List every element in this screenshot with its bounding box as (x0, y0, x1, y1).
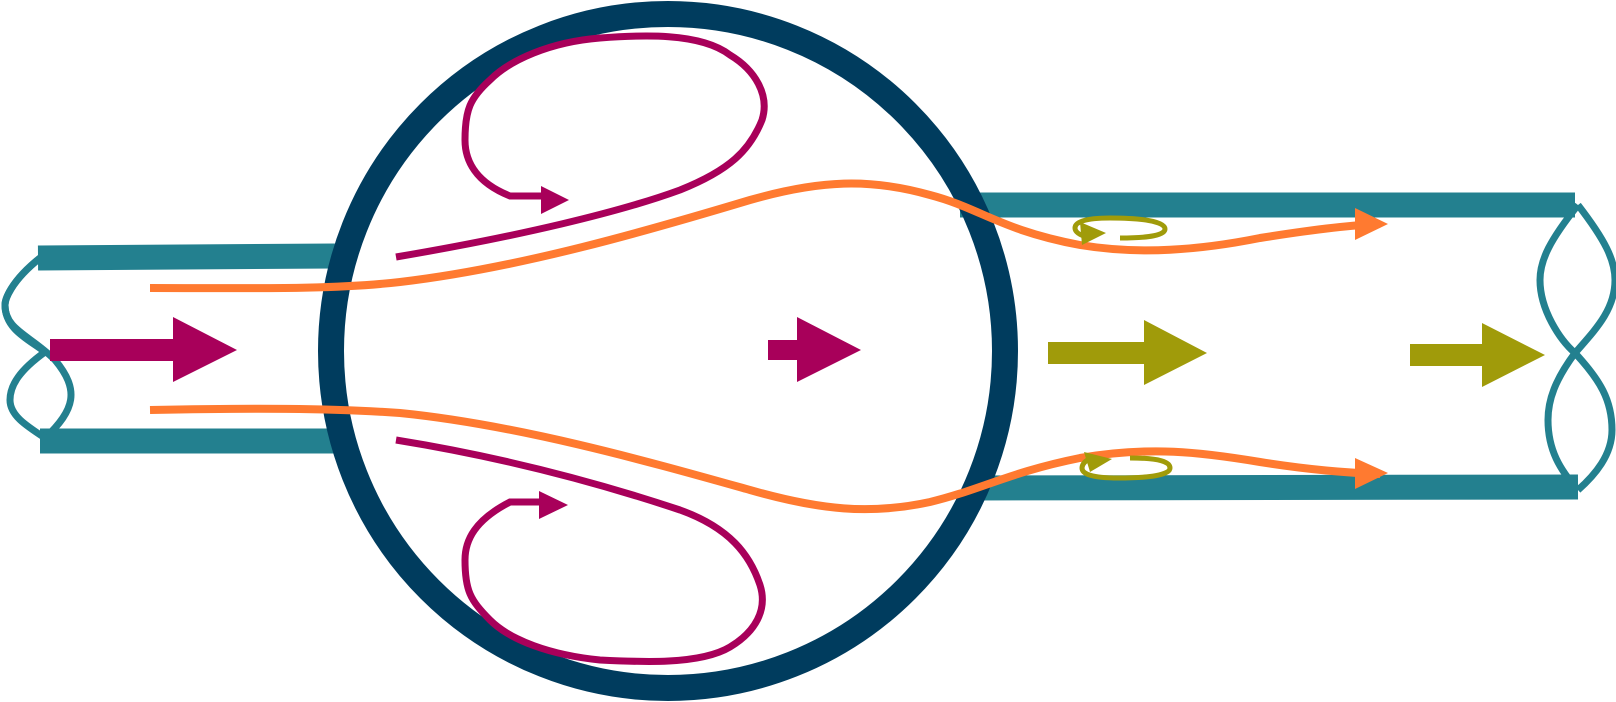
streamlines (149, 179, 1381, 514)
inflow-jet (50, 317, 861, 382)
outlet-vortex-lower (1079, 452, 1173, 481)
inlet-valve-icon (1, 255, 75, 441)
inlet-flow-arrow-icon (50, 317, 237, 382)
streamline-upper-arrowhead-icon (1355, 208, 1388, 240)
outflow-arrow-2-icon (1410, 323, 1545, 387)
outflow (1048, 320, 1545, 387)
streamline-lower-arrowhead-icon (1355, 458, 1388, 489)
streamline-arrowheads (1355, 208, 1388, 489)
outflow-arrow-1-icon (1048, 320, 1207, 385)
outlet-vessel (960, 192, 1579, 501)
vortex-upper (395, 32, 768, 261)
streamline-lower (149, 404, 1381, 514)
outlet-valve-leaflet-right (1544, 202, 1616, 493)
vortex-lower-loop-icon (395, 436, 766, 666)
streamline-upper (149, 179, 1381, 293)
vortex-lower-arrowhead-icon (539, 491, 568, 519)
outlet-vortex-upper (1072, 215, 1168, 245)
outlet-valve-icon (1536, 202, 1616, 493)
outlet-vortex-lower-arrowhead-icon (1084, 452, 1112, 472)
outlet-vessel-lower-wall (969, 474, 1579, 501)
vortex-upper-arrowhead-icon (541, 186, 569, 214)
inlet-vessel (37, 243, 336, 454)
outlet-vortex-lower-loop-icon (1079, 455, 1173, 481)
outlet-vortex-upper-arrowhead-icon (1080, 222, 1106, 245)
outlet-vortex-upper-loop-icon (1072, 215, 1168, 241)
chamber-flow-arrow-icon (768, 317, 861, 382)
vortex-lower (395, 436, 766, 666)
inlet-vessel-upper-wall (37, 243, 336, 271)
inlet-valve-leaflet-lower (1, 255, 51, 441)
chamber-wall (318, 1, 1018, 701)
vortex-upper-loop-icon (395, 32, 768, 261)
